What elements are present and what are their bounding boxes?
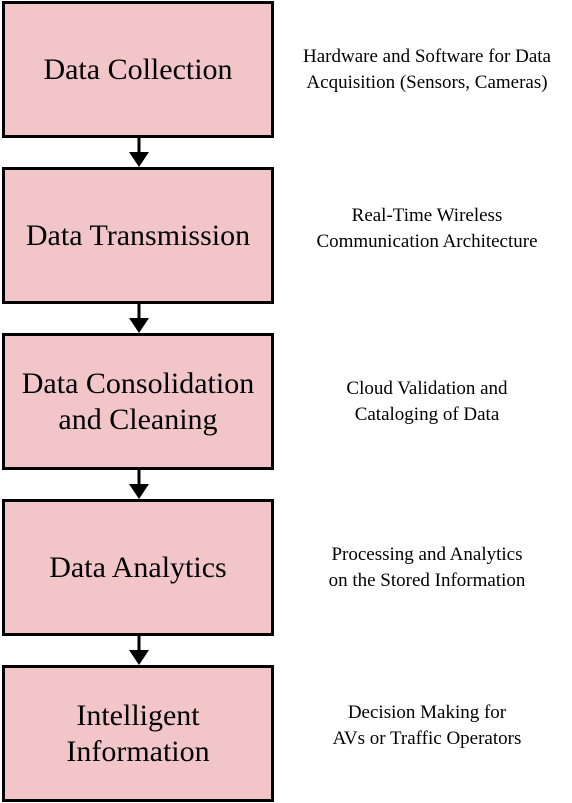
flow-arrow-down-icon (128, 470, 150, 500)
step-description-text: Hardware and Software for Data Acquisiti… (303, 45, 551, 93)
flow-arrow-down-icon (128, 138, 150, 168)
step-box-intelligent-information: Intelligent Information (2, 665, 274, 802)
flow-arrow-down-icon (128, 636, 150, 666)
step-box-data-consolidation: Data Consolidation and Cleaning (2, 333, 274, 470)
step-description-text: Decision Making for AVs or Traffic Opera… (332, 701, 522, 749)
step-description-data-analytics: Processing and Analytics on the Stored I… (282, 499, 572, 636)
step-description-intelligent-information: Decision Making for AVs or Traffic Opera… (282, 657, 572, 794)
step-label: Intelligent Information (66, 698, 210, 768)
step-description-text: Real-Time Wireless Communication Archite… (316, 204, 538, 252)
step-description-text: Cloud Validation and Cataloging of Data (346, 377, 508, 425)
step-label: Data Analytics (49, 550, 227, 584)
step-label: Data Collection (43, 52, 233, 86)
step-box-data-analytics: Data Analytics (2, 499, 274, 636)
step-description-data-transmission: Real-Time Wireless Communication Archite… (282, 160, 572, 297)
step-box-data-collection: Data Collection (2, 1, 274, 138)
step-box-data-transmission: Data Transmission (2, 167, 274, 304)
step-label: Data Consolidation and Cleaning (21, 366, 255, 436)
step-description-text: Processing and Analytics on the Stored I… (328, 543, 526, 591)
step-description-data-collection: Hardware and Software for Data Acquisiti… (282, 1, 572, 138)
step-description-data-consolidation: Cloud Validation and Cataloging of Data (282, 333, 572, 470)
step-label: Data Transmission (25, 218, 251, 252)
flow-arrow-down-icon (128, 304, 150, 334)
